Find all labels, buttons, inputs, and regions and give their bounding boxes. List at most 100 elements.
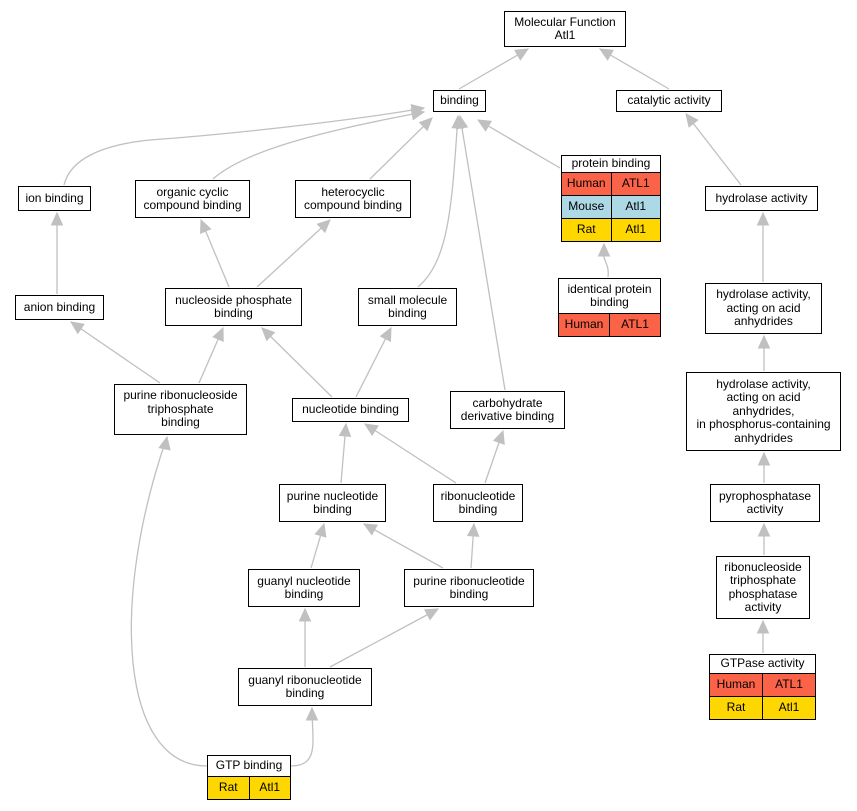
go-term-occ: organic cyclic compound binding: [135, 180, 250, 218]
species-name: Mouse: [568, 199, 605, 214]
gene-symbol: ATL1: [762, 674, 815, 696]
go-term-rtp: ribonucleoside triphosphate phosphatase …: [716, 556, 810, 619]
edge-binding-to-mf: [458, 48, 529, 90]
go-term-smb: small molecule binding: [358, 288, 457, 326]
go-term-label: guanyl nucleotide binding: [257, 573, 351, 601]
go-term-label: anion binding: [23, 299, 96, 314]
go-term-label: pyrophosphatase activity: [718, 488, 812, 516]
edge-carb-to-binding: [459, 115, 506, 391]
edge-arrowhead: [598, 48, 614, 61]
go-term-label: identical protein binding: [567, 281, 652, 309]
go-term-hydrolase: hydrolase activity: [705, 186, 818, 211]
edge-arrowhead: [685, 113, 699, 128]
go-term-carb: carbohydrate derivative binding: [450, 391, 565, 429]
go-term-label: hydrolase activity, acting on acid anhyd…: [716, 287, 811, 329]
edge-occ-to-binding: [212, 111, 425, 180]
go-term-purine-ribo: purine ribonucleotide binding: [404, 569, 534, 607]
edge-arrowhead: [466, 522, 480, 537]
go-term-label: Molecular Function Atl1: [514, 14, 616, 42]
edge-arrowhead: [424, 608, 440, 621]
species-name: Human: [716, 677, 756, 692]
go-term-prt: purine ribonucleoside triphosphate bindi…: [114, 384, 247, 435]
go-term-label: binding: [440, 93, 479, 108]
go-term-label: heterocyclic compound binding: [303, 184, 403, 212]
go-term-guanyl-ribo: guanyl ribonucleotide binding: [238, 668, 372, 706]
species-row-human: Human ATL1: [562, 172, 660, 195]
edge-arrowhead: [476, 119, 492, 132]
gene-symbol: ATL1: [610, 173, 661, 195]
species-name: Human: [566, 176, 606, 191]
edge-ribo-nt-to-nucleotide: [364, 423, 457, 484]
edge-arrowhead: [305, 706, 319, 721]
edge-gtp-to-prt: [130, 436, 208, 767]
go-term-nucleotide: nucleotide binding: [292, 398, 409, 422]
edge-arrowhead: [597, 242, 611, 257]
go-term-label: nucleotide binding: [302, 402, 399, 417]
edge-prt-to-anion: [70, 321, 161, 384]
edge-arrowhead: [158, 435, 171, 451]
go-term-label: nucleoside phosphate binding: [175, 292, 292, 320]
species-row-human: Human ATL1: [710, 673, 815, 696]
go-term-hyd-phos: hydrolase activity, acting on acid anhyd…: [686, 372, 841, 451]
edge-arrowhead: [756, 619, 770, 634]
go-term-label: purine nucleotide binding: [286, 488, 379, 516]
edge-arrowhead: [757, 451, 771, 466]
edge-arrowhead: [757, 522, 771, 537]
gene-symbol: Atl1: [610, 196, 661, 218]
edge-purine-ribo-to-purine-nt: [363, 523, 444, 569]
edge-smb-to-binding: [417, 115, 459, 288]
edge-arrowhead: [298, 607, 312, 622]
edge-nucleotide-to-nsp: [261, 327, 333, 398]
go-term-guanyl-nt: guanyl nucleotide binding: [248, 569, 360, 607]
go-term-label: guanyl ribonucleotide binding: [248, 672, 362, 700]
go-term-binding: binding: [433, 90, 486, 112]
edge-arrowhead: [410, 108, 426, 121]
edge-arrowhead: [455, 114, 469, 130]
go-term-catalytic: catalytic activity: [616, 90, 722, 112]
gene-symbol: Atl1: [762, 697, 815, 719]
gene-symbol: Atl1: [610, 219, 661, 241]
go-term-label: hydrolase activity: [715, 190, 808, 205]
edge-arrowhead: [316, 219, 331, 234]
edge-arrowhead: [514, 48, 530, 61]
edge-hydrolase-to-catalytic: [685, 113, 742, 186]
go-term-nsp: nucleoside phosphate binding: [165, 288, 302, 326]
edge-arrowhead: [379, 326, 392, 342]
species-name: Rat: [726, 700, 746, 715]
go-term-pyro: pyrophosphatase activity: [710, 484, 820, 522]
go-term-mf: Molecular Function Atl1: [504, 11, 626, 47]
go-term-label: GTPase activity: [720, 656, 805, 671]
go-term-anion: anion binding: [15, 295, 104, 320]
go-term-label: catalytic activity: [627, 93, 711, 108]
go-term-ion: ion binding: [18, 186, 91, 211]
edge-arrowhead: [363, 423, 379, 437]
edge-nsp-to-hcc: [256, 219, 331, 288]
go-term-label: ribonucleoside triphosphate phosphatase …: [724, 559, 802, 614]
edge-arrowhead: [492, 429, 505, 445]
species-name: Rat: [218, 780, 238, 795]
go-term-hyd-acid: hydrolase activity, acting on acid anhyd…: [705, 283, 822, 334]
species-row-rat: Rat Atl1: [710, 696, 815, 719]
gene-symbol: ATL1: [609, 314, 660, 336]
edge-arrowhead: [418, 117, 433, 132]
go-term-label: small molecule binding: [367, 292, 448, 320]
edge-nucleotide-to-smb: [355, 327, 392, 398]
go-term-label: hydrolase activity, acting on acid anhyd…: [696, 376, 831, 445]
edge-protein-to-binding: [477, 119, 561, 169]
species-row-mouse: Mouse Atl1: [562, 195, 660, 218]
go-term-hcc: heterocyclic compound binding: [295, 180, 411, 218]
edge-arrowhead: [756, 211, 770, 226]
edge-arrowhead: [338, 422, 352, 437]
edge-arrowhead: [212, 326, 224, 342]
go-term-ribo-nt: ribonucleotide binding: [433, 484, 523, 522]
edge-catalytic-to-mf: [599, 48, 670, 90]
